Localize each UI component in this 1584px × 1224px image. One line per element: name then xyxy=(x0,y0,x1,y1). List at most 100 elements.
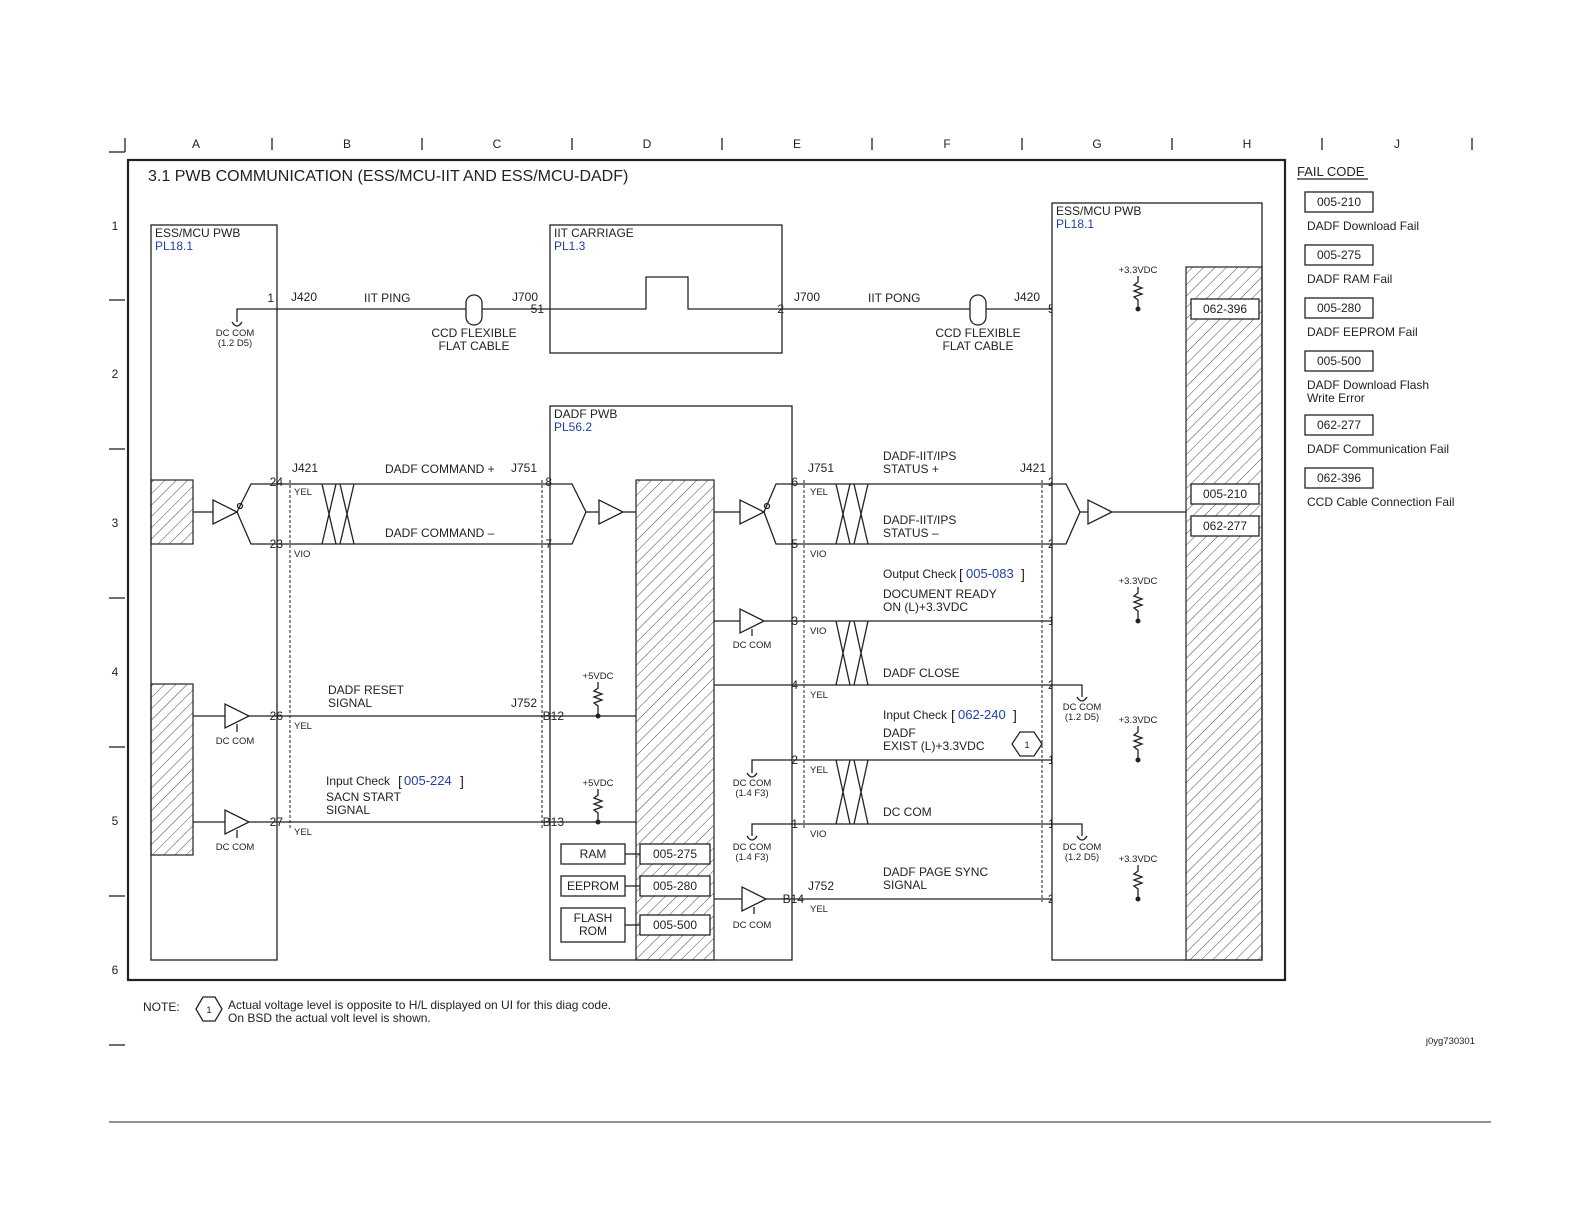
signal-label: IIT PING xyxy=(364,291,410,305)
signal-label: DADF xyxy=(883,726,916,740)
cable-label: FLAT CABLE xyxy=(943,339,1014,353)
pin-label: B13 xyxy=(543,815,565,829)
col-label: G xyxy=(1092,137,1101,151)
pin-label: 1 xyxy=(791,817,798,831)
board-name: ESS/MCU PWB xyxy=(155,226,240,240)
wire-color: YEL xyxy=(810,765,828,776)
code-box-label: 005-275 xyxy=(653,847,697,861)
fail-code-box xyxy=(1304,244,1374,266)
note-mark-label: 1 xyxy=(1024,740,1029,751)
pin-label: B12 xyxy=(543,709,565,723)
wire-color: YEL xyxy=(294,721,312,732)
ref-label: (1.4 F3) xyxy=(735,788,768,799)
signal-label: DADF RESET xyxy=(328,683,405,697)
note-mark-label: 1 xyxy=(206,1005,211,1016)
input-check-label: Input Check xyxy=(326,774,391,788)
note: NOTE: 1 Actual voltage level is opposite… xyxy=(143,996,1475,1047)
memory-label: RAM xyxy=(580,847,607,861)
note-mark-icon xyxy=(1011,731,1043,757)
memory-label: EEPROM xyxy=(567,879,619,893)
fail-code-desc: Write Error xyxy=(1307,391,1365,405)
grid-labels: A B C D E F G H J 1 2 3 4 5 6 xyxy=(109,137,1473,1046)
code-box xyxy=(1190,515,1260,537)
voltage-label: +3.3VDC xyxy=(1119,715,1158,726)
pin-label: B14 xyxy=(783,892,805,906)
row-label: 6 xyxy=(112,963,119,977)
left-harness: 24 23 26 27 J421 YEL VIO YEL YEL DADF CO… xyxy=(270,461,565,838)
signal-label: DADF CLOSE xyxy=(883,666,960,680)
fail-code: 005-500 xyxy=(1317,354,1361,368)
code-box-label: 005-500 xyxy=(653,918,697,932)
signal-label: STATUS + xyxy=(883,462,939,476)
board-pl: PL18.1 xyxy=(155,239,193,253)
fail-code: 005-275 xyxy=(1317,248,1361,262)
wire-color: VIO xyxy=(810,549,826,560)
code-box xyxy=(639,843,711,865)
dc-com-label: DC COM xyxy=(1063,702,1102,713)
ref-label: (1.4 F3) xyxy=(735,852,768,863)
check-code: 062-240 xyxy=(958,707,1006,722)
check-code: 005-083 xyxy=(966,566,1014,581)
code-box xyxy=(639,914,711,936)
fail-code-box xyxy=(1304,414,1374,436)
code-box xyxy=(1190,483,1260,505)
pin-label: 26 xyxy=(270,709,284,723)
memory-label: ROM xyxy=(579,924,607,938)
col-label: J xyxy=(1394,137,1400,151)
wire-color: YEL xyxy=(294,827,312,838)
voltage-label: +5VDC xyxy=(583,671,614,682)
output-check-label: Output Check xyxy=(883,567,957,581)
wire-color: VIO xyxy=(294,549,310,560)
svg-text:[: [ xyxy=(398,773,402,789)
image-id: j0yg730301 xyxy=(1425,1036,1475,1047)
cable-clamp xyxy=(969,294,987,326)
signal-label: DADF COMMAND + xyxy=(385,462,495,476)
pin-label: 8 xyxy=(545,475,552,489)
pin-label: 7 xyxy=(545,537,552,551)
row-label: 3 xyxy=(112,516,119,530)
signal-label: EXIST (L)+3.3VDC xyxy=(883,739,985,753)
board-name: ESS/MCU PWB xyxy=(1056,204,1141,218)
row-label: 2 xyxy=(112,367,119,381)
fail-code-desc: CCD Cable Connection Fail xyxy=(1307,495,1454,509)
wire-color: VIO xyxy=(810,626,826,637)
signal-label: SACN START xyxy=(326,790,402,804)
connector-label: J421 xyxy=(1020,461,1046,475)
right-harness: 6 5 3 4 2 1 B14 J751 J752 YEL VIO VIO YE… xyxy=(783,449,1186,915)
pin-label: 4 xyxy=(791,678,798,692)
hatched-ic xyxy=(150,683,194,856)
row-label: 1 xyxy=(112,219,119,233)
left-ess-mcu-pwb: ESS/MCU PWB PL18.1 DC COM (1.2 D5) DC CO… xyxy=(150,224,278,961)
ref-label: (1.2 D5) xyxy=(1065,712,1099,723)
right-ess-mcu-pwb: ESS/MCU PWB PL18.1 062-396 005-210 062-2… xyxy=(1051,202,1263,961)
note-text: On BSD the actual volt level is shown. xyxy=(228,1011,431,1025)
svg-text:]: ] xyxy=(1021,566,1025,582)
code-box xyxy=(1190,298,1260,320)
code-box-label: 062-396 xyxy=(1203,302,1247,316)
col-label: D xyxy=(643,137,652,151)
connector-label: J752 xyxy=(511,696,537,710)
col-label: A xyxy=(192,137,200,151)
hatched-ic xyxy=(1185,266,1263,961)
connector-label: J420 xyxy=(1014,290,1040,304)
iit-carriage: IIT CARRIAGE PL1.3 xyxy=(549,224,783,354)
memory-label: FLASH xyxy=(574,911,613,925)
dadf-pwb: DADF PWB PL56.2 +5VDC +5VDC RAM EEPROM F… xyxy=(549,405,793,961)
hatched-ic xyxy=(150,479,194,545)
pin-label: 2 xyxy=(791,753,798,767)
fail-code-box xyxy=(1304,297,1374,319)
voltage-label: +3.3VDC xyxy=(1119,576,1158,587)
connector-label: J420 xyxy=(291,290,317,304)
fail-code: 062-396 xyxy=(1317,471,1361,485)
wire-color: VIO xyxy=(810,829,826,840)
pin-label: 6 xyxy=(791,475,798,489)
wire-color: YEL xyxy=(294,487,312,498)
signal-label: DADF-IIT/IPS xyxy=(883,513,956,527)
wire-color: YEL xyxy=(810,487,828,498)
ref-label: (1.2 D5) xyxy=(218,338,252,349)
voltage-label: +3.3VDC xyxy=(1119,854,1158,865)
svg-text:[: [ xyxy=(951,707,955,723)
col-label: H xyxy=(1243,137,1252,151)
voltage-label: +5VDC xyxy=(583,778,614,789)
